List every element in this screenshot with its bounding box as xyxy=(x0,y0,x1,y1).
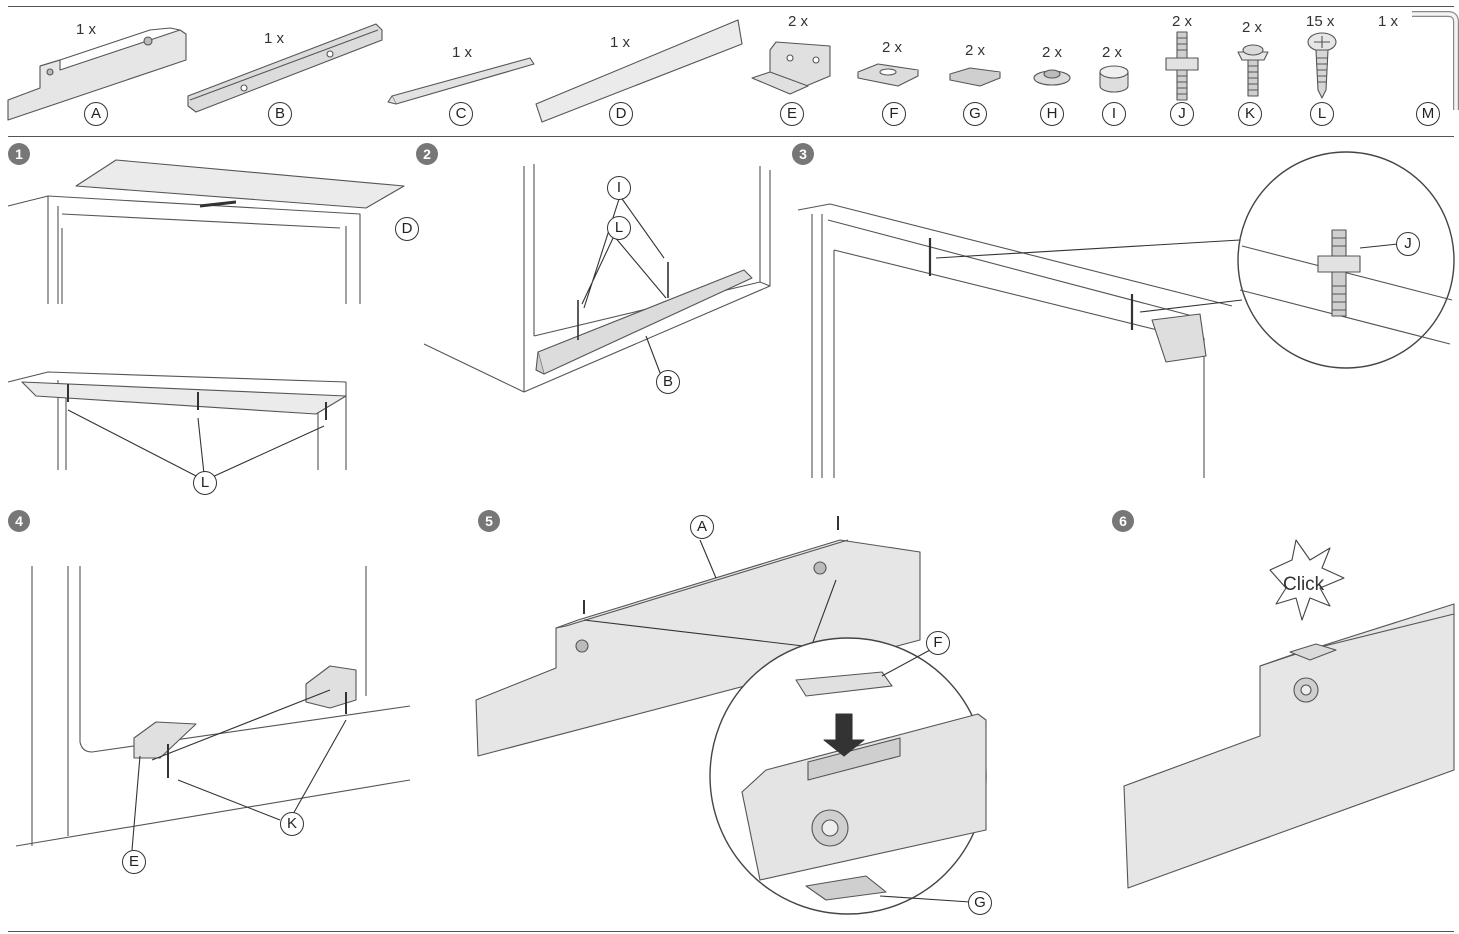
part-k-screw xyxy=(1237,44,1269,97)
step-2-badge: 2 xyxy=(416,143,438,165)
label-m: M xyxy=(1416,102,1440,126)
label-k: K xyxy=(1238,102,1262,126)
qty-f: 2 x xyxy=(882,39,903,56)
part-f-clip xyxy=(857,63,919,87)
part-j-bolt xyxy=(1165,31,1199,101)
step3-callout-j: J xyxy=(1396,232,1420,256)
label-d: D xyxy=(609,102,633,126)
label-a: A xyxy=(84,102,108,126)
step-4-badge: 4 xyxy=(8,510,30,532)
step-6-badge: 6 xyxy=(1112,510,1134,532)
qty-a: 1 x xyxy=(76,21,97,38)
label-f: F xyxy=(882,102,906,126)
label-g: G xyxy=(963,102,987,126)
part-a-rail xyxy=(7,27,187,121)
label-i: I xyxy=(1102,102,1126,126)
click-label: Click xyxy=(1283,574,1325,595)
step2-callout-l: L xyxy=(607,216,631,240)
parts-divider xyxy=(8,136,1454,137)
qty-k: 2 x xyxy=(1242,19,1263,36)
step3-art xyxy=(797,151,1455,478)
qty-m: 1 x xyxy=(1378,13,1399,30)
bottom-rule xyxy=(8,931,1454,932)
step1-art xyxy=(7,159,405,479)
qty-b: 1 x xyxy=(264,30,285,47)
step1-callout-d: D xyxy=(395,217,419,241)
part-i-cap xyxy=(1099,65,1129,93)
part-e-bracket xyxy=(751,41,831,95)
part-m-hexkey xyxy=(1412,11,1459,110)
qty-l: 15 x xyxy=(1306,13,1335,30)
qty-j: 2 x xyxy=(1172,13,1193,30)
step5-callout-a: A xyxy=(690,515,714,539)
part-b-rail xyxy=(187,23,383,113)
step6-art xyxy=(1123,539,1455,889)
qty-h: 2 x xyxy=(1042,44,1063,61)
step1-callout-l: L xyxy=(193,471,217,495)
qty-c: 1 x xyxy=(452,44,473,61)
qty-g: 2 x xyxy=(965,42,986,59)
step2-callout-b: B xyxy=(656,370,680,394)
step5-callout-g: G xyxy=(968,891,992,915)
label-e: E xyxy=(780,102,804,126)
step5-art xyxy=(475,516,987,915)
part-h-nut xyxy=(1033,69,1071,86)
step2-art xyxy=(423,164,771,393)
part-l-screw xyxy=(1307,32,1337,99)
label-c: C xyxy=(449,102,473,126)
label-b: B xyxy=(268,102,292,126)
step4-callout-k: K xyxy=(280,812,304,836)
part-c-strip xyxy=(387,57,535,105)
step-3-badge: 3 xyxy=(792,143,814,165)
step2-callout-i: I xyxy=(607,176,631,200)
label-j: J xyxy=(1170,102,1194,126)
qty-i: 2 x xyxy=(1102,44,1123,61)
label-h: H xyxy=(1040,102,1064,126)
qty-e: 2 x xyxy=(788,13,809,30)
step5-callout-f: F xyxy=(926,631,950,655)
step-5-badge: 5 xyxy=(478,510,500,532)
top-rule xyxy=(8,6,1454,7)
step4-callout-e: E xyxy=(122,850,146,874)
label-l: L xyxy=(1310,102,1334,126)
part-g-base xyxy=(949,67,1001,87)
step-1-badge: 1 xyxy=(8,143,30,165)
step4-art xyxy=(15,566,411,851)
qty-d: 1 x xyxy=(610,34,631,51)
part-d-plate xyxy=(535,19,743,123)
